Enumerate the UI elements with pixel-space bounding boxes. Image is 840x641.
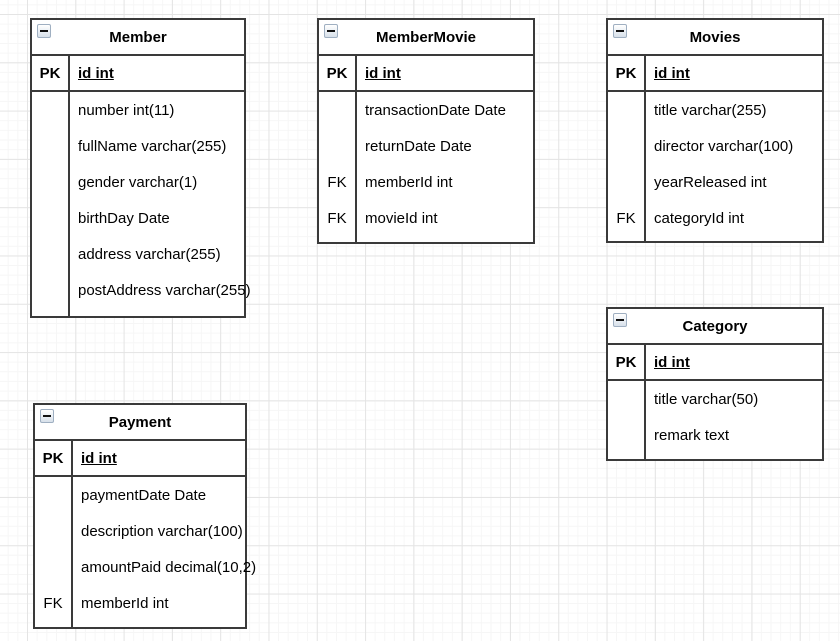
row-field-label[interactable]: address varchar(255) xyxy=(78,245,221,263)
row-field-label[interactable]: director varchar(100) xyxy=(654,137,794,155)
row-key-label xyxy=(35,549,71,585)
row-field-label[interactable]: paymentDate Date xyxy=(81,486,207,504)
row-key-label: FK xyxy=(43,594,63,612)
row-key-label xyxy=(32,272,68,308)
row-key-label xyxy=(608,92,644,128)
attribute-section: FK FK transactionDate Date returnDate Date… xyxy=(319,92,533,242)
row-key-label xyxy=(319,128,355,164)
entity-title: Member xyxy=(109,28,167,46)
entity-title-bar[interactable]: Movies xyxy=(608,20,822,56)
attribute-column: paymentDate Date description varchar(100)… xyxy=(73,477,257,627)
row-key-label xyxy=(35,477,71,513)
row-field-label[interactable]: returnDate Date xyxy=(365,137,472,155)
pk-field-cell: id int xyxy=(654,353,690,371)
row-key-label xyxy=(32,128,68,164)
minus-glyph xyxy=(616,319,624,321)
row-field-label[interactable]: amountPaid decimal(10,2) xyxy=(81,558,257,576)
primary-key-row[interactable]: PK id int xyxy=(32,56,244,92)
row-field-label[interactable]: fullName varchar(255) xyxy=(78,137,227,155)
entity-title-bar[interactable]: MemberMovie xyxy=(319,20,533,56)
row-key-label xyxy=(608,417,644,453)
row-field-label[interactable]: memberId int xyxy=(81,594,169,612)
entity-payment[interactable]: Payment PK id int FK paymentDate Date des… xyxy=(33,403,257,629)
key-column: FK xyxy=(608,92,646,241)
entity-title-bar[interactable]: Payment xyxy=(35,405,245,441)
row-key-label: FK xyxy=(327,209,347,227)
pk-key-cell: PK xyxy=(32,56,70,90)
collapse-minus-icon[interactable] xyxy=(324,24,338,38)
row-key-label xyxy=(32,164,68,200)
entity-title: Movies xyxy=(689,28,741,46)
row-key-label xyxy=(608,381,644,417)
pk-key-cell: PK xyxy=(35,441,73,475)
row-key-label: FK xyxy=(616,209,636,227)
attribute-column: number int(11) fullName varchar(255) gende… xyxy=(70,92,251,316)
row-field-label[interactable]: description varchar(100) xyxy=(81,522,243,540)
row-field-label[interactable]: title varchar(255) xyxy=(654,101,767,119)
row-field-label[interactable]: remark text xyxy=(654,426,730,444)
entity-title-bar[interactable]: Member xyxy=(32,20,244,56)
pk-field-cell: id int xyxy=(78,64,114,82)
row-field-label[interactable]: postAddress varchar(255) xyxy=(78,281,251,299)
key-column xyxy=(608,381,646,459)
key-column xyxy=(32,92,70,316)
entity-title: Payment xyxy=(108,413,172,431)
pk-field-cell: id int xyxy=(654,64,690,82)
collapse-minus-icon[interactable] xyxy=(37,24,51,38)
primary-key-row[interactable]: PK id int xyxy=(608,345,822,381)
minus-glyph xyxy=(616,30,624,32)
row-key-label xyxy=(32,92,68,128)
minus-glyph xyxy=(43,415,51,417)
attribute-column: title varchar(255) director varchar(100) y… xyxy=(646,92,822,241)
row-key-label xyxy=(608,128,644,164)
entity-member[interactable]: Member PK id int number int(11) fullName … xyxy=(30,18,251,318)
primary-key-row[interactable]: PK id int xyxy=(608,56,822,92)
attribute-section: FK paymentDate Date description varchar(1… xyxy=(35,477,257,627)
attribute-section: number int(11) fullName varchar(255) gende… xyxy=(32,92,251,316)
pk-field-cell: id int xyxy=(365,64,401,82)
row-field-label[interactable]: memberId int xyxy=(365,173,453,191)
collapse-minus-icon[interactable] xyxy=(40,409,54,423)
row-key-label xyxy=(319,92,355,128)
minus-glyph xyxy=(327,30,335,32)
collapse-minus-icon[interactable] xyxy=(613,313,627,327)
attribute-section: FK title varchar(255) director varchar(10… xyxy=(608,92,822,241)
row-field-label[interactable]: transactionDate Date xyxy=(365,101,506,119)
attribute-section: title varchar(50) remark text xyxy=(608,381,822,459)
primary-key-row[interactable]: PK id int xyxy=(319,56,533,92)
row-key-label xyxy=(32,200,68,236)
row-key-label xyxy=(32,236,68,272)
row-field-label[interactable]: movieId int xyxy=(365,209,438,227)
row-field-label[interactable]: birthDay Date xyxy=(78,209,170,227)
entity-movies[interactable]: Movies PK id int FK title varchar(255) di… xyxy=(606,18,824,243)
entity-title: Category xyxy=(682,317,748,335)
key-column: FK FK xyxy=(319,92,357,242)
pk-key-cell: PK xyxy=(319,56,357,90)
primary-key-row[interactable]: PK id int xyxy=(35,441,245,477)
attribute-column: title varchar(50) remark text xyxy=(646,381,822,459)
row-field-label[interactable]: yearReleased int xyxy=(654,173,767,191)
entity-membermovie[interactable]: MemberMovie PK id int FK FK transactionDa… xyxy=(317,18,535,244)
row-key-label xyxy=(608,164,644,200)
row-key-label xyxy=(35,513,71,549)
entity-title-bar[interactable]: Category xyxy=(608,309,822,345)
row-field-label[interactable]: number int(11) xyxy=(78,101,175,119)
collapse-minus-icon[interactable] xyxy=(613,24,627,38)
row-field-label[interactable]: gender varchar(1) xyxy=(78,173,198,191)
entity-title: MemberMovie xyxy=(375,28,477,46)
attribute-column: transactionDate Date returnDate Date membe… xyxy=(357,92,533,242)
row-field-label[interactable]: categoryId int xyxy=(654,209,745,227)
pk-key-cell: PK xyxy=(608,345,646,379)
pk-field-cell: id int xyxy=(81,449,117,467)
pk-key-cell: PK xyxy=(608,56,646,90)
minus-glyph xyxy=(40,30,48,32)
row-key-label: FK xyxy=(327,173,347,191)
row-field-label[interactable]: title varchar(50) xyxy=(654,390,759,408)
key-column: FK xyxy=(35,477,73,627)
entity-category[interactable]: Category PK id int title varchar(50) rema… xyxy=(606,307,824,461)
